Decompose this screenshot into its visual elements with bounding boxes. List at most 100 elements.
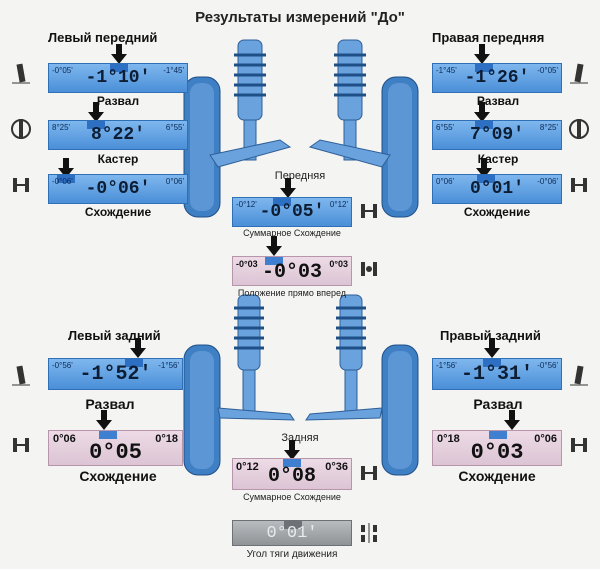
front-left-header: Левый передний [48,30,158,45]
thrust-angle-gauge: 0°01' [232,520,352,546]
caster-icon [569,119,589,139]
rear-left-toe-value: 0°05 [89,440,142,465]
rear-total-min: 0°12 [236,461,259,473]
camber-icon [570,63,588,84]
front-left-wheel-icon [183,76,221,218]
rear-left-camber-label: Развал [85,396,135,412]
front-right-caster-value: 7°09' [469,125,524,145]
gauge-notch [99,431,117,439]
front-left-strut-icon [209,39,292,168]
gauge-notch [475,121,493,129]
rear-right-toe-value: 0°03 [470,440,524,465]
front-right-toe-gauge: 0°06' -0°06' 0°01' [432,174,562,204]
gauge-notch [87,121,105,129]
caster-icon [11,119,31,139]
rear-right-wheel-icon [381,344,419,476]
page-title: Результаты измерений "До" [195,9,405,26]
front-right-camber-max: -0°05' [537,66,558,75]
straight-ahead-min: -0°03 [236,259,258,269]
toe-icon [361,204,377,218]
rear-left-camber-arrow-icon [130,338,146,358]
straight-ahead-gauge: -0°03 0°03 -0°03 [232,256,352,286]
rear-right-toe-gauge: 0°18 0°06 0°03 [432,430,562,466]
front-suspension-illustration [183,39,419,218]
front-left-caster-max: 6°55' [165,123,184,132]
front-right-caster-min: 6°55' [436,123,455,132]
front-right-toe-max: -0°06' [537,177,558,186]
front-left-toe-value: -0°06' [85,179,151,199]
thrust-angle-value: 0°01' [266,524,318,543]
rear-left-header: Левый задний [68,328,161,343]
rear-right-camber-gauge: -1°56' -0°56' -1°31' [432,358,562,390]
front-left-camber-min: -0°05' [52,66,73,75]
gauge-notch [477,175,495,183]
front-right-caster-gauge: 6°55' 8°25' 7°09' [432,120,562,150]
front-left-camber-arrow-icon [111,44,127,64]
front-right-caster-label: Кастер [477,152,519,166]
front-right-caster-arrow-icon [474,102,490,122]
front-left-caster-arrow-icon [88,102,104,122]
rear-left-camber-min: -0°56' [52,361,73,370]
front-right-strut-icon [308,39,391,168]
front-total-value: -0°05' [259,202,325,222]
front-total-max: 0°12' [329,200,348,209]
front-left-camber-gauge: -0°05' -1°45' -1°10' [48,63,188,93]
front-total-label: Суммарное Схождение [243,228,341,238]
rear-right-camber-arrow-icon [484,338,500,358]
front-left-toe-label: Схождение [84,205,152,219]
rear-left-toe-arrow-icon [96,410,112,430]
front-right-camber-min: -1°45' [436,66,457,75]
toe-icon [13,178,29,192]
rear-right-camber-label: Развал [473,396,523,412]
gauge-notch [273,198,291,206]
rear-total-value: 0°08 [267,465,316,488]
gauge-notch [110,64,128,72]
rear-right-camber-value: -1°31' [460,363,533,386]
toe-icon [571,178,587,192]
front-left-caster-gauge: 8°25' 6°55' 8°22' [48,120,188,150]
front-right-camber-label: Развал [476,94,520,108]
front-right-camber-value: -1°26' [464,68,530,88]
rear-left-toe-min: 0°06 [53,433,76,445]
rear-right-toe-arrow-icon [504,410,520,430]
rear-left-toe-max: 0°18 [155,433,178,445]
front-right-toe-min: 0°06' [436,177,455,186]
front-right-caster-max: 8°25' [539,123,558,132]
gauge-notch [283,459,301,467]
rear-left-strut-icon [217,294,295,421]
camber-icon [570,365,588,386]
rear-total-arrow-icon [284,440,300,460]
rear-right-toe-label: Схождение [458,468,536,484]
front-left-camber-label: Развал [96,94,140,108]
gauge-notch [475,64,493,72]
steering-icon [361,262,377,276]
front-total-header: Передняя [274,170,326,182]
front-total-min: -0°12' [236,200,257,209]
rear-right-camber-max: -0°56' [537,361,558,370]
front-right-camber-arrow-icon [474,44,490,64]
rear-right-toe-min: 0°18 [437,433,460,445]
rear-right-header: Правый задний [440,328,541,343]
rear-total-toe-gauge: 0°12 0°36 0°08 [232,458,352,490]
rear-left-toe-label: Схождение [79,468,157,484]
rear-right-toe-max: 0°06 [534,433,557,445]
rear-left-toe-gauge: 0°06 0°18 0°05 [48,430,183,466]
rear-left-wheel-icon [183,344,221,476]
toe-icon [361,466,377,480]
rear-total-max: 0°36 [325,461,348,473]
front-left-toe-min: -0°06' [52,177,73,186]
front-left-camber-value: -1°10' [85,68,151,88]
toe-icon [571,438,587,452]
front-left-toe-max: 0°06' [165,177,184,186]
front-left-toe-arrow-icon [58,158,74,178]
front-right-camber-gauge: -1°45' -0°05' -1°26' [432,63,562,93]
front-right-header: Правая передняя [432,30,545,45]
rear-left-camber-max: -1°56' [158,361,179,370]
rear-right-strut-icon [305,294,383,421]
rear-left-camber-value: -1°52' [79,363,152,386]
rear-total-label: Суммарное Схождение [243,492,341,502]
camber-icon [12,63,30,84]
front-total-arrow-icon [280,178,296,198]
front-left-caster-min: 8°25' [52,123,71,132]
rear-right-camber-min: -1°56' [436,361,457,370]
